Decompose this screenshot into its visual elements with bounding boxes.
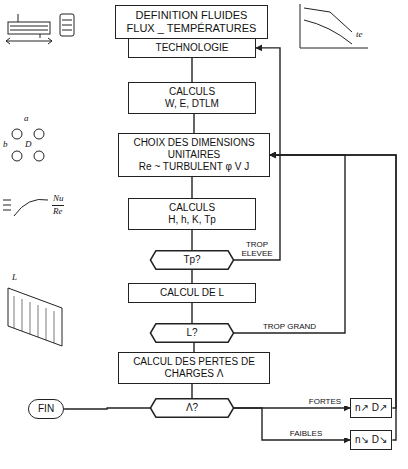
nozzle — [18, 14, 19, 22]
node-text: W, E, DTLM — [134, 98, 250, 110]
tube-pitch-sketch — [12, 129, 44, 161]
node-text: n↘ D↘ — [355, 434, 387, 446]
node-text: n↗ D↗ — [355, 402, 387, 414]
sketch-label: Re — [53, 207, 63, 217]
shell — [8, 22, 50, 34]
action-box: n↘ D↘ — [350, 430, 392, 450]
process-box: CALCULSH, h, K, Tp — [128, 198, 256, 230]
node-text: Re ~ TURBULENT φ V J — [124, 161, 264, 173]
tube-circle — [12, 151, 22, 161]
sketch-label: b — [3, 140, 8, 150]
node-text: H, h, K, Tp — [134, 214, 250, 226]
node-text: CHOIX DES DIMENSIONS UNITAIRES — [124, 137, 264, 161]
decision-hexagon: Tp? — [150, 250, 234, 270]
edge-label: FAIBLES — [265, 429, 347, 438]
process-box: CHOIX DES DIMENSIONS UNITAIRESRe ~ TURBU… — [118, 133, 270, 177]
flow-connector — [191, 177, 192, 198]
process-box: CALCUL DES PERTES DE CHARGES Λ — [118, 352, 270, 384]
edge-label: FORTES — [303, 397, 347, 406]
sketch-label: te — [356, 30, 363, 40]
flow-connector — [191, 303, 192, 323]
edge-label: TROP ELEVEE — [237, 240, 277, 258]
sketch-label: a — [24, 114, 29, 124]
exchanger-sketch — [6, 14, 74, 44]
terminal: FIN — [28, 399, 64, 419]
tube — [10, 26, 48, 27]
plate-lines — [62, 20, 72, 30]
node-text: CALCULS — [134, 202, 250, 214]
node-text: CALCUL DES PERTES DE CHARGES Λ — [124, 356, 264, 380]
nozzle — [40, 34, 41, 38]
process-box: TECHNOLOGIE — [128, 38, 256, 58]
sketch-label: D — [25, 140, 32, 150]
tube — [10, 30, 48, 31]
length-sketch — [8, 288, 62, 346]
process-box: CALCULSW, E, DTLM — [128, 82, 256, 114]
node-text: CALCUL DE L — [134, 287, 250, 299]
process-box: DEFINITION FLUIDES FLUX _ TEMPÉRATURES — [115, 5, 268, 39]
node-text: TECHNOLOGIE — [134, 42, 250, 54]
tube-circle — [34, 129, 44, 139]
flow-connector — [191, 270, 192, 283]
cold-curve — [304, 20, 352, 44]
node-text: Λ? — [164, 402, 220, 414]
flow-connector — [191, 230, 192, 250]
process-box: CALCUL DE L — [128, 283, 256, 303]
flow-connector — [270, 155, 396, 408]
flow-connector — [234, 408, 350, 440]
flow-arrow — [6, 41, 52, 42]
flow-lines — [3, 200, 11, 210]
node-text: CALCULS — [134, 86, 250, 98]
node-text: DEFINITION FLUIDES FLUX _ TEMPÉRATURES — [121, 9, 262, 35]
flow-connector — [64, 408, 150, 409]
flow-connector — [234, 155, 345, 333]
flow-connector — [270, 155, 396, 440]
tube-circle — [34, 151, 44, 161]
node-text: Tp? — [164, 254, 220, 266]
decision-hexagon: Λ? — [150, 398, 234, 418]
hatching — [14, 296, 54, 343]
sketch-label: L — [12, 273, 17, 283]
flow-connector — [193, 114, 194, 133]
axes — [300, 4, 368, 48]
edge-label: TROP GRAND — [237, 322, 342, 331]
tube-circle — [12, 129, 22, 139]
arrow-heads — [6, 38, 52, 44]
action-box: n↗ D↗ — [350, 398, 392, 418]
curve — [14, 199, 48, 216]
flow-connector — [193, 343, 194, 352]
decision-hexagon: L? — [150, 323, 234, 343]
temperature-graph — [300, 4, 368, 48]
flow-connector — [191, 384, 192, 398]
node-text: FIN — [38, 403, 54, 415]
node-text: L? — [164, 327, 220, 339]
slab — [8, 288, 62, 346]
sketch-label: Nu — [53, 194, 64, 204]
plate-device — [60, 14, 74, 36]
fraction-bar — [52, 205, 64, 206]
flow-connector — [191, 58, 192, 82]
